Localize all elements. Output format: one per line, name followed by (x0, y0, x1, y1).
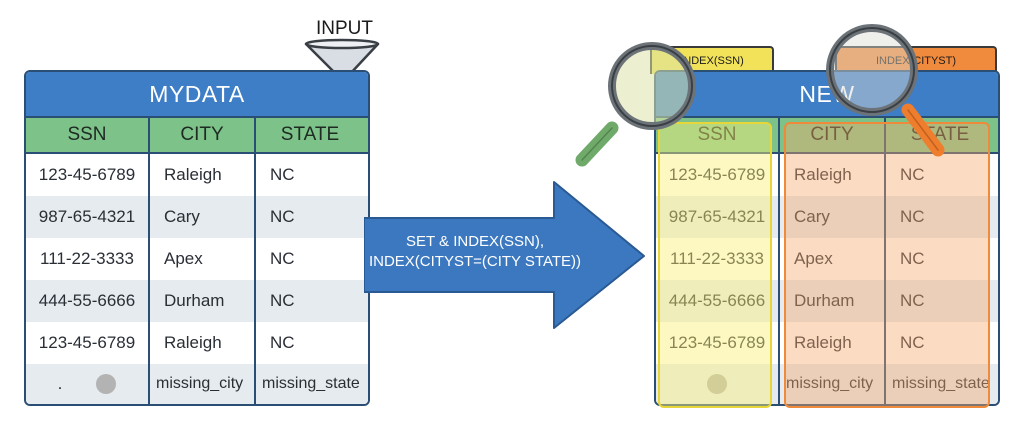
city-cell: Raleigh (150, 322, 256, 364)
ssn-cell: 123-45-6789 (656, 154, 780, 196)
city-cell: Apex (780, 238, 886, 280)
ssn-cell: 123-45-6789 (656, 322, 780, 364)
city-cell: Cary (150, 196, 256, 238)
ssn-cell: 987-65-4321 (26, 196, 150, 238)
input-label: INPUT (316, 18, 373, 39)
target-table-title: NEW (656, 72, 998, 118)
state-cell: NC (270, 207, 295, 226)
city-cell: Cary (780, 196, 886, 238)
table-row: 123-45-6789 Raleigh NC (26, 154, 368, 196)
process-arrow (364, 181, 645, 329)
table-row: 111-22-3333 Apex NC (26, 238, 368, 280)
city-cell: Raleigh (780, 322, 886, 364)
source-table-header: SSN CITY STATE (26, 118, 368, 154)
column-header-ssn: SSN (656, 118, 780, 152)
city-cell: Durham (780, 280, 886, 322)
ssn-cell: 987-65-4321 (656, 196, 780, 238)
missing-row: missing_city missing_state (656, 364, 998, 404)
table-row: 123-45-6789 Raleigh NC (26, 322, 368, 364)
column-header-city: CITY (780, 118, 886, 152)
ssn-cell: 444-55-6666 (656, 280, 780, 322)
table-row: 111-22-3333 Apex NC (656, 238, 998, 280)
missing-row: . missing_city missing_state (26, 364, 368, 404)
state-cell: NC (270, 333, 295, 352)
table-row: 444-55-6666 Durham NC (656, 280, 998, 322)
state-cell: NC (270, 291, 295, 310)
table-row: 444-55-6666 Durham NC (26, 280, 368, 322)
target-table-new: NEW SSN CITY STATE 123-45-6789 Raleigh N… (654, 70, 1000, 406)
arrow-label-line2: INDEX(CITYST=(CITY STATE)) (368, 253, 582, 270)
arrow-label-line1: SET & INDEX(SSN), (405, 233, 545, 250)
missing-ssn-marker: . (57, 374, 63, 393)
ssn-index-highlight (658, 122, 772, 408)
ssn-cell: 123-45-6789 (26, 322, 150, 364)
state-cell: NC (900, 291, 925, 310)
missing-ssn-cell (656, 364, 780, 404)
cityst-index-highlight (784, 122, 990, 408)
state-cell: NC (270, 165, 295, 184)
table-row: 123-45-6789 Raleigh NC (656, 322, 998, 364)
ssn-cell: 123-45-6789 (26, 154, 150, 196)
city-cell: Durham (150, 280, 256, 322)
missing-city-cell: missing_city (780, 364, 886, 404)
missing-state-cell: missing_state (262, 375, 360, 392)
state-cell: NC (900, 249, 925, 268)
state-cell: NC (900, 207, 925, 226)
source-table-mydata: MYDATA SSN CITY STATE 123-45-6789 Raleig… (24, 70, 370, 406)
column-header-state: STATE (280, 124, 340, 145)
ssn-cell: 111-22-3333 (26, 238, 150, 280)
city-cell: Apex (150, 238, 256, 280)
missing-value-dot (707, 374, 727, 394)
missing-ssn-cell: . (26, 364, 150, 404)
city-cell: Raleigh (150, 154, 256, 196)
magnifier-green-icon (575, 42, 696, 167)
ssn-cell: 111-22-3333 (656, 238, 780, 280)
source-table-title: MYDATA (26, 72, 368, 118)
arrow-label: SET & INDEX(SSN), INDEX(CITYST=(CITY STA… (368, 232, 582, 272)
table-row: 987-65-4321 Cary NC (656, 196, 998, 238)
state-cell: NC (900, 333, 925, 352)
magnifier-orange-icon (826, 24, 945, 157)
table-row: 123-45-6789 Raleigh NC (656, 154, 998, 196)
missing-value-dot (96, 374, 117, 394)
column-header-ssn: SSN (26, 118, 150, 152)
missing-city-cell: missing_city (150, 364, 256, 404)
state-cell: NC (270, 249, 295, 268)
table-row: 987-65-4321 Cary NC (26, 196, 368, 238)
state-cell: NC (900, 165, 925, 184)
column-header-city: CITY (150, 118, 256, 152)
city-cell: Raleigh (780, 154, 886, 196)
missing-state-cell: missing_state (892, 375, 990, 392)
ssn-cell: 444-55-6666 (26, 280, 150, 322)
